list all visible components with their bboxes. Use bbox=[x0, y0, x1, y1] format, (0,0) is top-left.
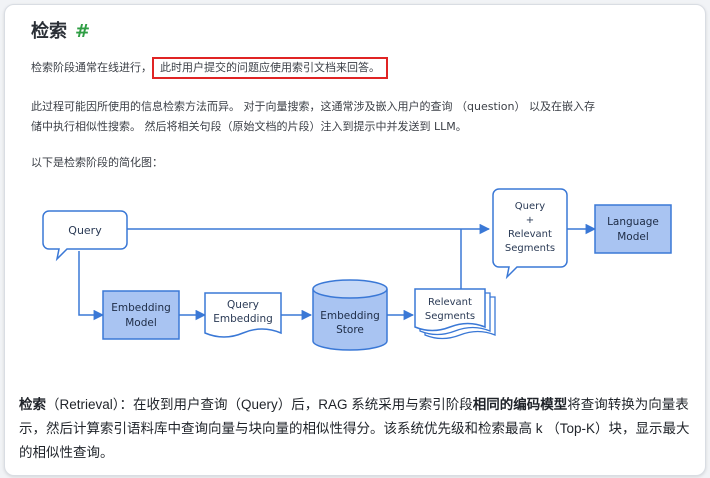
highlighted-sentence: 此时用户提交的问题应使用索引文档来回答。 bbox=[152, 57, 388, 79]
combined-prompt-node: Query + Relevant Segments bbox=[492, 188, 568, 280]
query-embedding-label-2: Embedding bbox=[213, 313, 273, 325]
heading-anchor-link[interactable]: # bbox=[75, 21, 91, 42]
query-node: Query bbox=[42, 210, 128, 262]
embedding-model-node: Embedding Model bbox=[102, 290, 180, 340]
summary-part-1: （Retrieval）：在收到用户查询（Query）后，RAG 系统采用与索引阶… bbox=[46, 397, 473, 412]
query-node-label: Query bbox=[68, 224, 102, 237]
paragraph-1: 检索阶段通常在线进行，此时用户提交的问题应使用索引文档来回答。 bbox=[31, 57, 388, 79]
retrieval-diagram: Query Embedding Model Query Embedding Em… bbox=[42, 188, 672, 351]
paragraph-3: 以下是检索阶段的简化图： bbox=[31, 156, 163, 169]
language-model-label-2: Model bbox=[617, 231, 649, 243]
combined-label-4: Segments bbox=[505, 243, 555, 254]
query-embedding-label-1: Query bbox=[227, 299, 259, 311]
paragraph-2-line-1: 此过程可能因所使用的信息检索方法而异。 对于向量搜索，这通常涉及嵌入用户的查询 … bbox=[31, 100, 596, 113]
summary-term: 检索 bbox=[19, 397, 46, 412]
embedding-model-label-2: Model bbox=[125, 317, 157, 329]
summary-bold-phrase: 相同的编码模型 bbox=[472, 397, 568, 412]
embedding-store-label-1: Embedding bbox=[320, 310, 380, 322]
embedding-store-node: Embedding Store bbox=[312, 279, 388, 351]
relevant-segments-label-2: Segments bbox=[425, 311, 475, 322]
language-model-label-1: Language bbox=[607, 216, 659, 228]
screenshot-card: 检索 # 检索阶段通常在线进行，此时用户提交的问题应使用索引文档来回答。 此过程可… bbox=[4, 4, 706, 476]
language-model-node: Language Model bbox=[594, 204, 672, 254]
paragraph-2: 此过程可能因所使用的信息检索方法而异。 对于向量搜索，这通常涉及嵌入用户的查询 … bbox=[31, 97, 595, 137]
summary-part-2: 将查询转换为向量表示，然后计算索引语料库中查询向量与块向量的相似性得分。该系统优… bbox=[19, 397, 690, 460]
retrieval-summary: 检索（Retrieval）：在收到用户查询（Query）后，RAG 系统采用与索… bbox=[19, 393, 699, 465]
paragraph-2-line-2: 储中执行相似性搜索。 然后将相关句段（原始文档的片段）注入到提示中并发送到 LL… bbox=[31, 120, 467, 133]
relevant-segments-node: Relevant Segments bbox=[414, 288, 496, 340]
combined-label-1: Query bbox=[515, 201, 545, 212]
embedding-store-label-2: Store bbox=[336, 324, 364, 336]
combined-label-3: Relevant bbox=[508, 229, 552, 240]
query-embedding-node: Query Embedding bbox=[204, 292, 282, 338]
paragraph-1-lead: 检索阶段通常在线进行， bbox=[31, 61, 152, 74]
edge-query-to-embedding-model bbox=[78, 251, 105, 321]
relevant-segments-label-1: Relevant bbox=[428, 297, 472, 308]
embedding-model-label-1: Embedding bbox=[111, 302, 171, 314]
document-section: 检索 # 检索阶段通常在线进行，此时用户提交的问题应使用索引文档来回答。 此过程可… bbox=[15, 5, 705, 385]
combined-label-2: + bbox=[526, 215, 534, 226]
section-heading: 检索 # bbox=[31, 17, 90, 43]
heading-text: 检索 bbox=[31, 21, 67, 42]
